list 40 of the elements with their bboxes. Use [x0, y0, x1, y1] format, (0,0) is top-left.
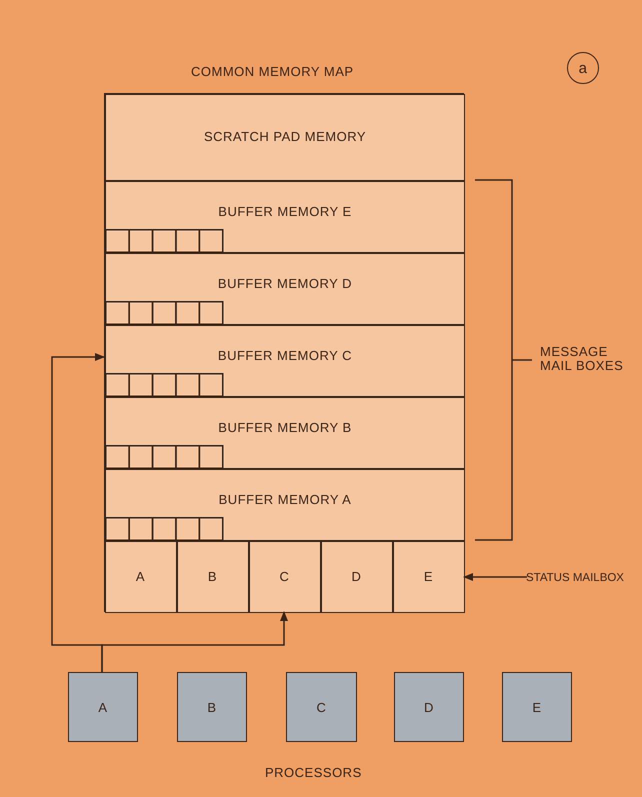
processor-box: [394, 672, 464, 742]
callout-label: STATUS MAILBOX: [526, 572, 624, 584]
buffer-band: [105, 181, 465, 253]
buffer-band: [105, 253, 465, 325]
band-label: BUFFER MEMORY A: [218, 492, 352, 507]
arrow: [463, 573, 527, 581]
processor-box: [502, 672, 572, 742]
box-letter: C: [280, 569, 290, 584]
box-letter: B: [207, 700, 217, 714]
status-cell: [176, 540, 248, 612]
status-row: [105, 541, 465, 613]
arrow: [101, 611, 288, 672]
status-cell: [392, 540, 464, 612]
circled-letter: a: [567, 52, 599, 84]
memory-band: [105, 94, 465, 181]
status-cell: [320, 540, 392, 612]
band-label: BUFFER MEMORY B: [218, 420, 352, 435]
box-letter: E: [532, 700, 542, 714]
band-label: BUFFER MEMORY D: [218, 276, 352, 291]
status-cell: [248, 540, 320, 612]
box-letter: B: [208, 569, 218, 584]
buffer-band: [105, 469, 465, 541]
band-label: BUFFER MEMORY E: [218, 204, 352, 219]
box-letter: D: [424, 700, 434, 714]
status-cell: [104, 540, 176, 612]
box-letter: A: [136, 569, 146, 584]
bracket-label: MESSAGE MAIL BOXES: [540, 345, 624, 373]
processor-box: [177, 672, 247, 742]
processor-box: [68, 672, 138, 742]
band-label: SCRATCH PAD MEMORY: [204, 129, 366, 144]
caption-label: PROCESSORS: [265, 765, 362, 780]
processor-box: [286, 672, 357, 742]
box-letter: C: [316, 700, 326, 714]
band-label: BUFFER MEMORY C: [218, 348, 352, 363]
box-letter: E: [424, 569, 434, 584]
buffer-band: [105, 325, 465, 397]
box-letter: D: [352, 569, 362, 584]
map-title: COMMON MEMORY MAP: [191, 64, 354, 79]
buffer-band: [105, 397, 465, 469]
box-letter: A: [98, 700, 108, 714]
